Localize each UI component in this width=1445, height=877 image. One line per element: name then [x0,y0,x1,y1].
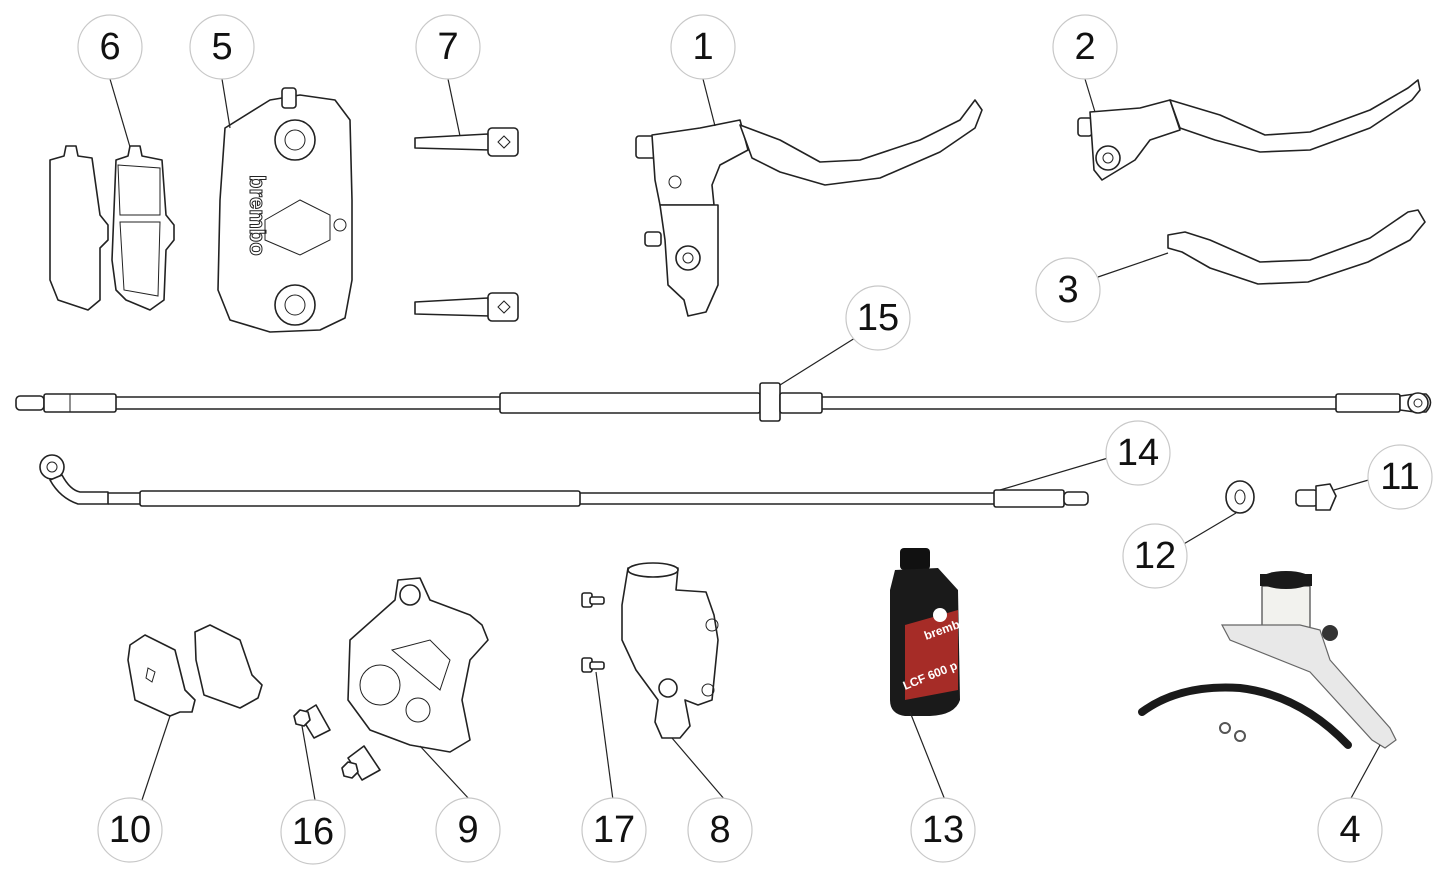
front-brake-hose [15,382,1432,422]
front-brake-pads [49,145,175,311]
svg-text:11: 11 [1380,456,1419,498]
svg-text:8: 8 [709,809,730,851]
callout-1: 1 [670,14,736,80]
rear-brake-hose [39,454,1089,508]
callout-2: 2 [1052,14,1118,80]
rear-caliper [347,577,489,753]
caliper-brand-text: brembo [245,175,270,256]
callout-6: 6 [77,14,143,80]
svg-text:16: 16 [292,811,334,853]
callout-9: 9 [435,797,501,863]
svg-text:17: 17 [593,809,635,851]
svg-text:14: 14 [1117,432,1159,474]
master-cylinder-screws [581,592,605,673]
svg-text:6: 6 [99,26,120,68]
callout-7: 7 [415,14,481,80]
copper-washer [1225,480,1255,514]
lever-blade [1167,209,1426,285]
svg-text:1: 1 [692,26,713,68]
callout-16: 16 [280,799,346,865]
callout-3: 3 [1035,257,1101,323]
svg-text:12: 12 [1134,535,1176,577]
svg-text:5: 5 [211,26,232,68]
callout-4: 4 [1317,797,1383,863]
svg-text:13: 13 [922,809,964,851]
svg-text:7: 7 [437,26,458,68]
callout-12: 12 [1122,523,1188,589]
svg-text:15: 15 [857,297,899,339]
svg-text:10: 10 [109,809,151,851]
callout-14: 14 [1105,420,1171,486]
svg-text:9: 9 [457,809,478,851]
callout-8: 8 [687,797,753,863]
callout-17: 17 [581,797,647,863]
svg-text:3: 3 [1057,269,1078,311]
callout-11: 11 [1367,444,1433,510]
callout-10: 10 [97,797,163,863]
caliper-bolts [414,127,519,322]
banjo-bolt [1295,483,1337,511]
brake-fluid-bottle: brembo LCF 600 p [890,548,968,716]
adjustable-lever [1077,79,1421,181]
fluid-reservoir-kit [1138,571,1397,749]
callout-5: 5 [189,14,255,80]
rear-caliper-bolts [293,704,381,781]
svg-text:2: 2 [1074,26,1095,68]
rear-brake-pads [127,624,263,717]
svg-text:4: 4 [1339,809,1360,851]
callout-15: 15 [845,285,911,351]
front-master-cylinder [635,99,983,317]
rear-master-cylinder [621,562,719,739]
callout-13: 13 [910,797,976,863]
front-caliper: brembo [217,87,353,333]
leader-lines [109,78,1381,801]
